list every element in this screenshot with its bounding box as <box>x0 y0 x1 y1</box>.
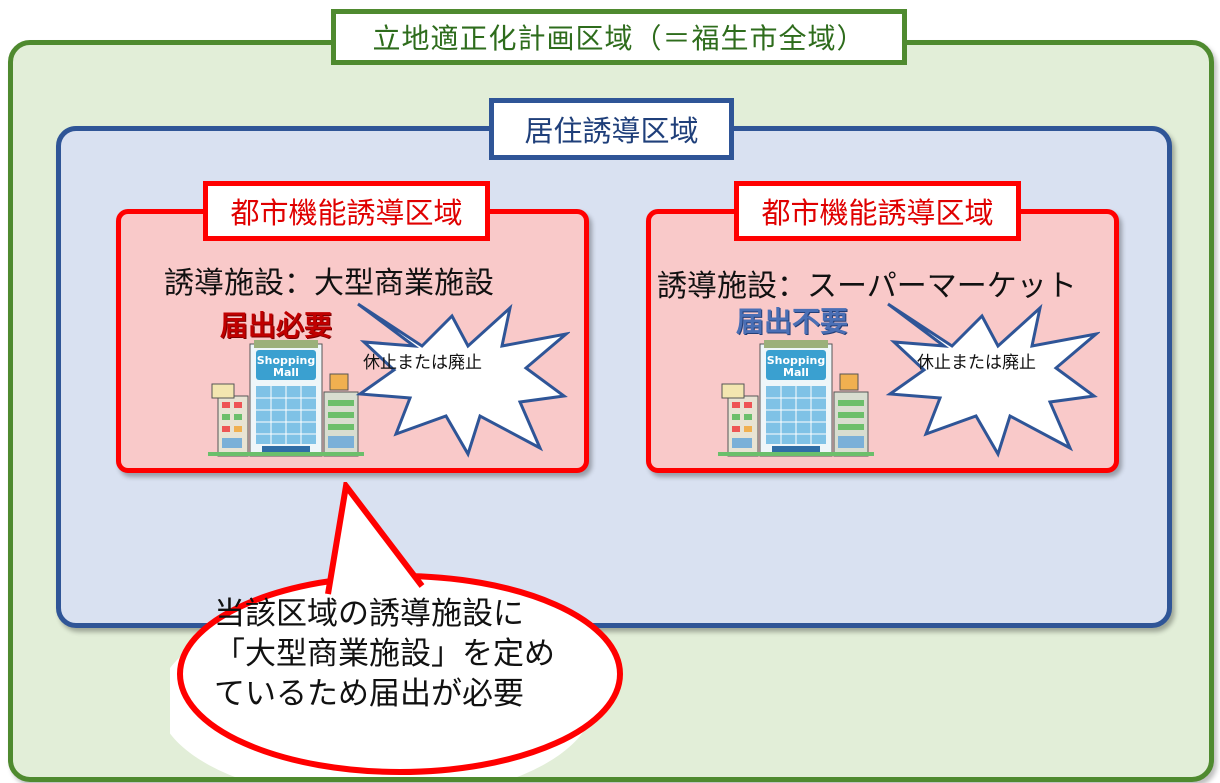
mall-sign-line1: Shopping <box>767 354 826 367</box>
mall-sign-line1: Shopping <box>257 354 316 367</box>
facility-label-left: 誘導施設：大型商業施設 <box>164 266 494 301</box>
callout-line-1: 当該区域の誘導施設に <box>214 596 524 632</box>
facility-label-right: 誘導施設：スーパーマーケット <box>657 269 1077 304</box>
mall-sign-line2: Mall <box>783 366 809 379</box>
shopping-mall-icon: Shopping Mall <box>718 340 874 457</box>
mall-sign-line2: Mall <box>273 366 299 379</box>
shopping-mall-icon: Shopping Mall <box>208 340 364 457</box>
callout-line-3: ているため届出が必要 <box>214 676 524 712</box>
callout-bubble <box>170 482 623 777</box>
burst-text-right: 休止または廃止 <box>917 353 1036 373</box>
notice-not-required: 届出不要 <box>736 305 849 338</box>
callout-line-2: 「大型商業施設」を定め <box>214 636 555 672</box>
zone-title-left: 都市機能誘導区域 <box>203 181 490 241</box>
closure-starburst-right <box>885 302 1100 458</box>
residential-area-title: 居住誘導区域 <box>489 98 734 160</box>
closure-starburst-left <box>355 302 570 458</box>
notice-required: 届出必要 <box>220 309 333 342</box>
zone-title-right: 都市機能誘導区域 <box>734 181 1021 241</box>
planning-area-title: 立地適正化計画区域（＝福生市全域） <box>331 9 907 65</box>
burst-text-left: 休止または廃止 <box>363 353 482 373</box>
callout-text: 当該区域の誘導施設に 「大型商業施設」を定め ているため届出が必要 <box>214 594 594 714</box>
